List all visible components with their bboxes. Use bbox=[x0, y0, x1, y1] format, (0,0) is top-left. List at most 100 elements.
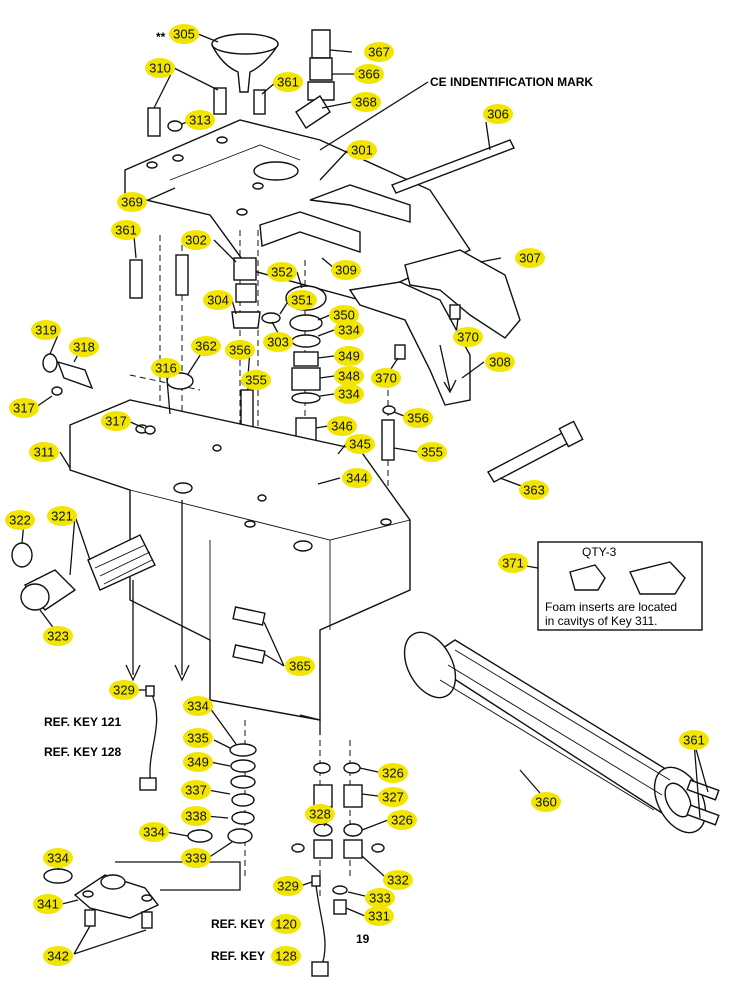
callout-number: 333 bbox=[369, 891, 391, 906]
callout-301: 301 bbox=[347, 140, 377, 160]
part-304 bbox=[231, 311, 261, 329]
callout-369: 369 bbox=[117, 192, 147, 212]
callout-348: 348 bbox=[334, 366, 364, 386]
callout-bubble bbox=[47, 506, 77, 526]
callout-bubble bbox=[483, 104, 513, 124]
handle-308 bbox=[348, 281, 471, 406]
callout-355a: 355 bbox=[241, 370, 271, 390]
callout-bubble bbox=[347, 140, 377, 160]
callout-bubble bbox=[181, 780, 211, 800]
connector-b bbox=[311, 961, 329, 977]
callout-bubble bbox=[181, 806, 211, 826]
callout-362: 362 bbox=[191, 336, 221, 356]
callout-number: 337 bbox=[185, 783, 207, 798]
callout-356a: 356 bbox=[225, 340, 255, 360]
callout-332: 332 bbox=[383, 870, 413, 890]
callout-bubble bbox=[371, 368, 401, 388]
callout-309: 309 bbox=[331, 260, 361, 280]
drawing bbox=[11, 29, 720, 977]
plate-341 bbox=[73, 874, 160, 919]
callout-number: 128 bbox=[275, 949, 297, 964]
callout-bubble bbox=[498, 553, 528, 573]
callout-bubble bbox=[387, 810, 417, 830]
callout-bubble bbox=[43, 946, 73, 966]
callout-352: 352 bbox=[267, 262, 297, 282]
callout-number: 349 bbox=[187, 755, 209, 770]
callout-335: 335 bbox=[183, 728, 213, 748]
callout-303: 303 bbox=[263, 332, 293, 352]
callout-333: 333 bbox=[365, 888, 395, 908]
callout-337: 337 bbox=[181, 780, 211, 800]
ref-key-120-prefix: REF. KEY bbox=[211, 917, 265, 931]
callout-317a: 317 bbox=[9, 398, 39, 418]
ref-key-128-prefix: REF. KEY bbox=[211, 949, 265, 963]
screw-361a bbox=[253, 89, 266, 115]
callout-344: 344 bbox=[342, 468, 372, 488]
callout-bubble bbox=[531, 792, 561, 812]
callout-number: 303 bbox=[267, 335, 289, 350]
callout-number: 334 bbox=[338, 323, 360, 338]
callout-368: 368 bbox=[351, 92, 381, 112]
callout-bubble bbox=[151, 358, 181, 378]
callout-308: 308 bbox=[485, 352, 515, 372]
callout-bubble bbox=[364, 42, 394, 62]
screw-363 bbox=[487, 429, 575, 483]
callout-number: 349 bbox=[338, 349, 360, 364]
callout-number: 327 bbox=[382, 790, 404, 805]
part-348 bbox=[291, 367, 321, 391]
callout-370a: 370 bbox=[453, 327, 483, 347]
callout-342: 342 bbox=[43, 946, 73, 966]
callout-number: 363 bbox=[523, 483, 545, 498]
callout-bubble bbox=[263, 332, 293, 352]
callout-number: 321 bbox=[51, 509, 73, 524]
callout-bubble bbox=[519, 480, 549, 500]
callout-number: 368 bbox=[355, 95, 377, 110]
callout-bubble bbox=[329, 305, 359, 325]
callout-number: 331 bbox=[368, 909, 390, 924]
callout-number: 317 bbox=[13, 401, 35, 416]
callout-bubble bbox=[101, 411, 131, 431]
callout-bubble bbox=[5, 510, 35, 530]
callout-363: 363 bbox=[519, 480, 549, 500]
screw-310a bbox=[147, 107, 161, 137]
callout-328: 328 bbox=[305, 804, 335, 824]
callout-bubble bbox=[378, 787, 408, 807]
callout-128: 128 bbox=[271, 946, 301, 966]
callout-367: 367 bbox=[364, 42, 394, 62]
callout-bubble bbox=[334, 384, 364, 404]
callout-number: 366 bbox=[358, 67, 380, 82]
callout-number: 316 bbox=[155, 361, 177, 376]
callout-305: 305 bbox=[169, 24, 199, 44]
callout-366: 366 bbox=[354, 64, 384, 84]
callout-bubble bbox=[69, 337, 99, 357]
callout-number: 311 bbox=[34, 445, 55, 460]
callout-bubble bbox=[273, 72, 303, 92]
screw-310b bbox=[213, 87, 227, 115]
callout-number: 344 bbox=[346, 471, 368, 486]
callout-346: 346 bbox=[327, 416, 357, 436]
callout-350: 350 bbox=[329, 305, 359, 325]
oring-322 bbox=[11, 542, 33, 568]
callout-bubble bbox=[183, 696, 213, 716]
callout-bubble bbox=[453, 327, 483, 347]
callout-number: 338 bbox=[185, 809, 207, 824]
callout-349a: 349 bbox=[334, 346, 364, 366]
note-line1: Foam inserts are located bbox=[545, 600, 677, 614]
callout-number: 362 bbox=[195, 339, 217, 354]
callout-bubble bbox=[191, 336, 221, 356]
callout-number: 329 bbox=[113, 683, 135, 698]
callout-bubble bbox=[354, 64, 384, 84]
callout-316: 316 bbox=[151, 358, 181, 378]
callout-319: 319 bbox=[31, 320, 61, 340]
callout-number: 309 bbox=[335, 263, 357, 278]
callout-321: 321 bbox=[47, 506, 77, 526]
callout-number: 334 bbox=[47, 851, 69, 866]
callout-bubble bbox=[43, 848, 73, 868]
note-qty: QTY-3 bbox=[582, 545, 617, 559]
callout-360: 360 bbox=[531, 792, 561, 812]
ref-key-128-left: REF. KEY 128 bbox=[44, 745, 121, 759]
callout-334a: 334 bbox=[334, 320, 364, 340]
callout-number: 370 bbox=[375, 371, 397, 386]
callout-351: 351 bbox=[287, 290, 317, 310]
